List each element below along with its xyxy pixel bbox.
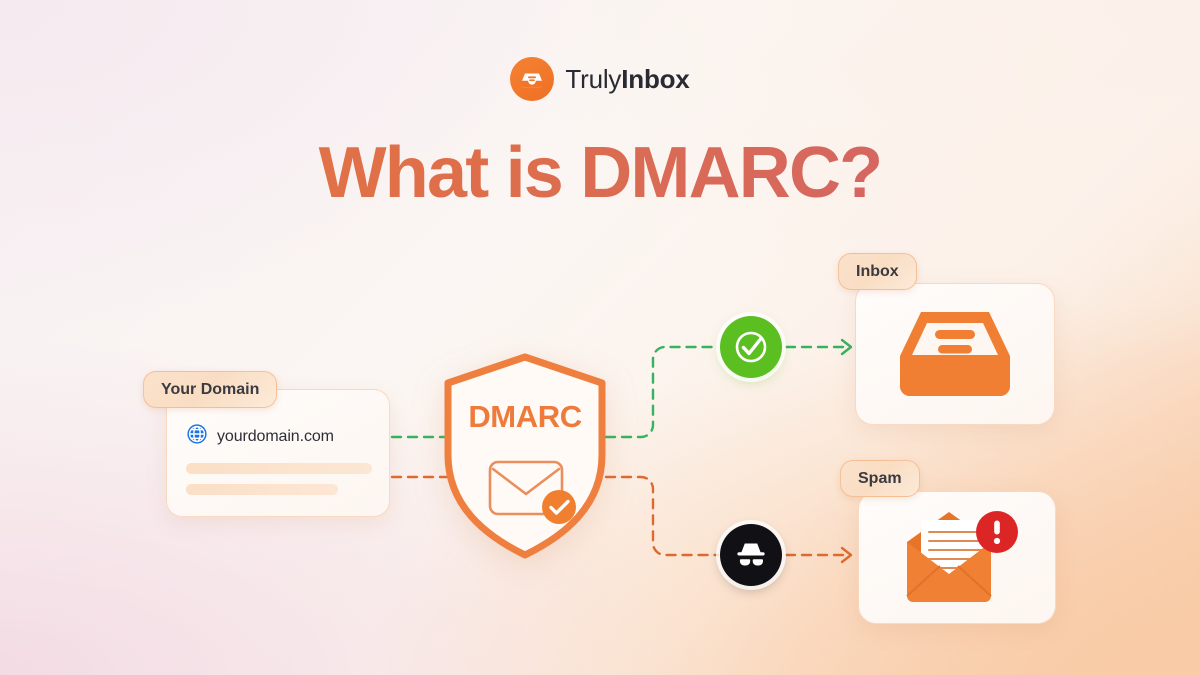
brand-name: TrulyInbox (565, 64, 689, 95)
brand-name-bold: Inbox (621, 63, 690, 94)
shield-outline (444, 353, 606, 559)
inbox-tray-icon (856, 284, 1054, 424)
wire-gate-to-pass (604, 345, 720, 439)
inbox-card (855, 283, 1055, 425)
domain-name: yourdomain.com (217, 427, 334, 445)
brand-logo: TrulyInbox (0, 57, 1200, 101)
placeholder-bar (186, 484, 338, 495)
spam-badge: Spam (840, 460, 920, 497)
check-circle-icon (720, 316, 782, 378)
brand-name-light: Truly (565, 63, 622, 94)
globe-icon (186, 423, 208, 450)
envelope-alert-icon (859, 492, 1055, 623)
inbox-badge: Inbox (838, 253, 917, 290)
spam-card (858, 491, 1056, 624)
arrowhead-inbox-icon (840, 338, 853, 356)
placeholder-bar (186, 463, 372, 474)
page-title: What is DMARC? (0, 134, 1200, 213)
domain-row: yourdomain.com (186, 423, 334, 450)
your-domain-badge: Your Domain (143, 371, 278, 408)
wire-gate-to-fail (604, 475, 720, 557)
dmarc-shield: DMARC (437, 352, 613, 560)
incognito-spy-icon (720, 524, 782, 586)
your-domain-card: yourdomain.com (166, 389, 390, 517)
dmarc-label: DMARC (468, 399, 582, 434)
inbox-tray-icon (510, 57, 555, 101)
arrowhead-spam-icon (840, 546, 853, 564)
